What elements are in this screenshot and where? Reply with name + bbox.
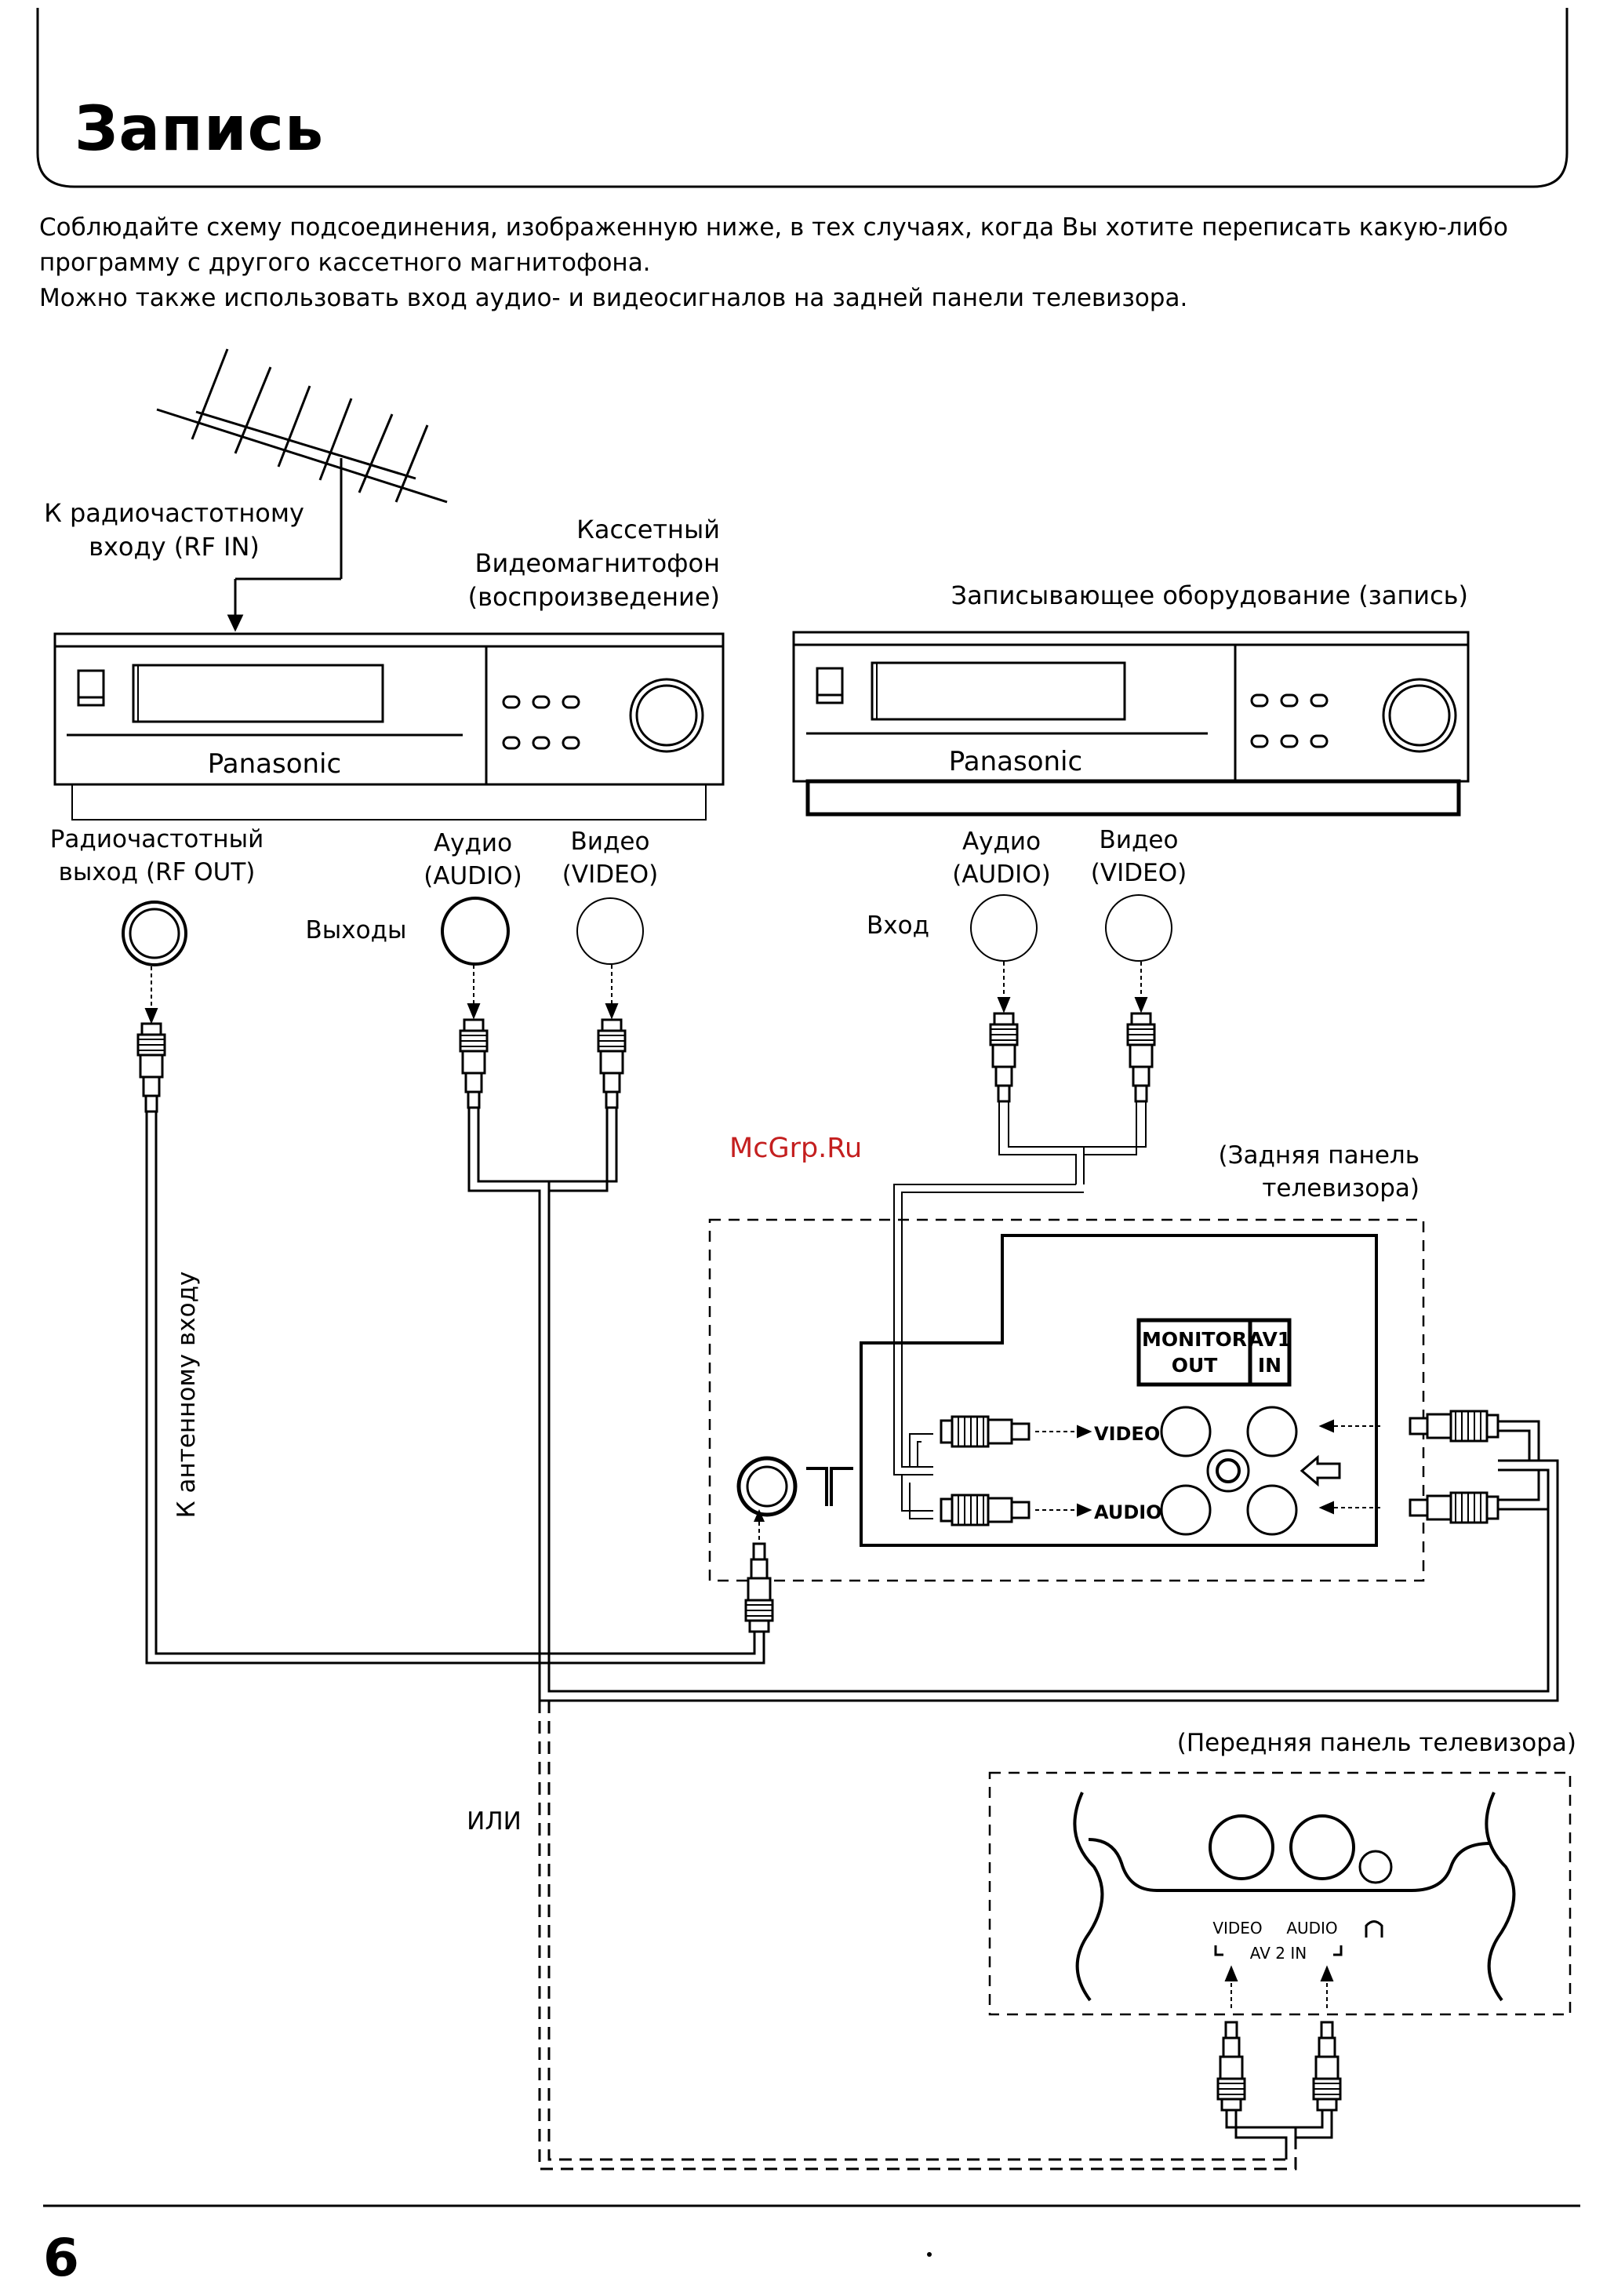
recording-vcr <box>792 631 1470 817</box>
rf-out-label-1: Радиочастотный <box>50 825 264 853</box>
jack-plug-arrows <box>144 962 1148 1024</box>
or-branch-cable <box>538 1701 1333 2170</box>
playback-video-plug <box>597 1018 627 1109</box>
watermark: McGrp.Ru <box>729 1133 863 1164</box>
recording-vcr-brand: Panasonic <box>949 746 1082 777</box>
playback-vcr <box>53 632 725 821</box>
intro-line-3: Можно также использовать вход аудио- и в… <box>39 284 1188 312</box>
recording-audio-label-1: Аудио <box>962 828 1041 856</box>
recording-video-jack <box>1105 894 1172 962</box>
playback-video-label-1: Видео <box>571 828 650 856</box>
or-label: ИЛИ <box>467 1807 522 1836</box>
rear-audio-label: AUDIO <box>1094 1501 1162 1523</box>
antenna-icon <box>156 348 448 632</box>
playback-vcr-brand: Panasonic <box>208 748 341 780</box>
av1-in-label-2: IN <box>1258 1354 1281 1377</box>
left-arrow-icon <box>1300 1454 1341 1487</box>
page-title: Запись <box>75 94 325 165</box>
playback-video-jack <box>576 897 644 965</box>
tv-front-panel <box>1073 1792 1516 2002</box>
antenna-socket <box>736 1456 798 1517</box>
playback-audio-jack <box>441 897 510 966</box>
antenna-symbol-icon <box>806 1467 853 1506</box>
speck <box>927 2252 932 2257</box>
rf-out-jack <box>122 901 187 966</box>
playback-vcr-label-1: Кассетный <box>576 515 720 544</box>
terminal-header <box>1136 1318 1292 1387</box>
rear-input-arrows <box>1035 1419 1380 1517</box>
recording-vcr-label: Записывающее оборудование (запись) <box>951 580 1468 610</box>
rf-cable <box>145 1112 765 1665</box>
front-audio-plug <box>1312 2021 1342 2112</box>
intro-text: Соблюдайте схему подсоединения, изображе… <box>39 210 1529 316</box>
front-video-label: VIDEO <box>1212 1919 1262 1938</box>
intro-line-2: программу с другого кассетного магнитофо… <box>39 249 651 277</box>
recording-video-plug <box>1126 1012 1156 1103</box>
recording-audio-label-2: (AUDIO) <box>952 861 1051 889</box>
rf-cable-plug <box>136 1022 166 1113</box>
playback-audio-plug <box>459 1018 489 1109</box>
front-audio-label: AUDIO <box>1286 1919 1337 1938</box>
rear-terminal-jacks <box>1160 1406 1298 1536</box>
monitor-out-label-1: MONITOR <box>1142 1328 1247 1351</box>
headphone-icon <box>1365 1920 1383 1938</box>
playback-video-label-2: (VIDEO) <box>562 861 658 889</box>
front-video-plug <box>1216 2021 1246 2112</box>
antenna-label-1: К радиочастотному <box>44 498 304 528</box>
page-number: 6 <box>43 2228 79 2288</box>
antenna-socket-plug <box>744 1542 774 1633</box>
recording-input-cable <box>893 1101 1147 1519</box>
av1-in-label-1: AV1 <box>1249 1328 1291 1351</box>
recording-audio-plug <box>989 1012 1019 1103</box>
tv-front-panel-frame <box>988 1771 1572 2016</box>
playback-vcr-label-3: (воспроизведение) <box>468 582 720 612</box>
av2-bracket <box>1214 1945 1343 1956</box>
recording-video-label-2: (VIDEO) <box>1091 859 1187 887</box>
rear-video-input-plug <box>940 1415 1031 1448</box>
outputs-label: Выходы <box>306 916 407 944</box>
rear-audio-input-plug <box>940 1494 1031 1526</box>
recording-video-label-1: Видео <box>1100 826 1179 854</box>
antenna-arrow <box>754 1509 765 1522</box>
rear-video-label: VIDEO <box>1094 1423 1160 1445</box>
intro-line-1: Соблюдайте схему подсоединения, изображе… <box>39 213 1508 242</box>
rf-out-label-2: выход (RF OUT) <box>59 858 256 886</box>
monitor-out-label-2: OUT <box>1172 1354 1218 1377</box>
front-input-arrows <box>1224 1965 1334 2008</box>
tv-rear-panel <box>860 1234 1378 1547</box>
input-label: Вход <box>867 911 929 940</box>
tv-rear-panel-frame <box>708 1218 1425 1582</box>
playback-audio-label-2: (AUDIO) <box>423 862 522 890</box>
antenna-label-2: входу (RF IN) <box>89 532 260 562</box>
recording-audio-jack <box>970 894 1038 962</box>
front-av2-in-label: AV 2 IN <box>1250 1944 1307 1963</box>
tv-rear-label-1: (Задняя панель <box>1218 1141 1420 1170</box>
monitor-out-audio-plug <box>1409 1491 1499 1524</box>
playback-vcr-label-2: Видеомагнитофон <box>475 548 721 578</box>
tv-rear-label-2: телевизора) <box>1262 1174 1420 1203</box>
tv-front-label: (Передняя панель телевизора) <box>1177 1729 1576 1757</box>
antenna-input-cable-label: К антенному входу <box>173 1272 201 1519</box>
playback-audio-label-1: Аудио <box>434 829 512 857</box>
header-frame <box>36 8 1569 188</box>
